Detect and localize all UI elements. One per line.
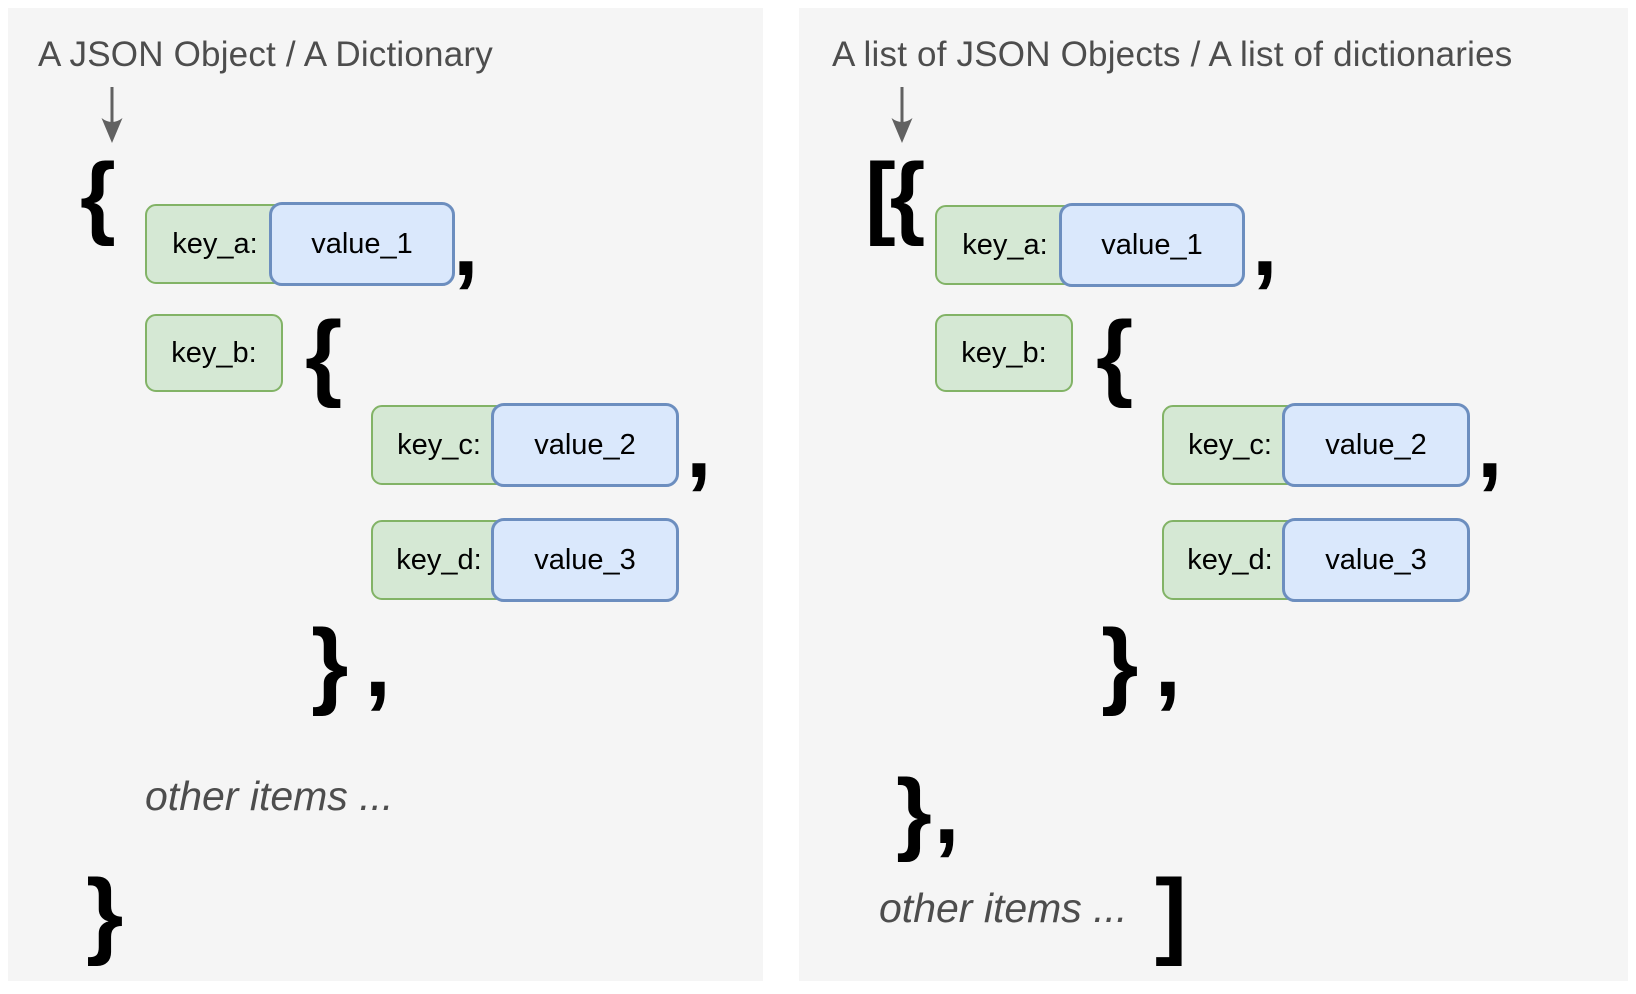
- comma-symbol: ,: [1252, 193, 1278, 295]
- comma-symbol: ,: [1154, 610, 1182, 717]
- key-box: key_c:: [371, 405, 507, 485]
- down-arrow-icon: [891, 87, 913, 143]
- other-items-label: other items ...: [145, 773, 394, 819]
- open-bracket-brace-symbol: [{: [865, 145, 926, 247]
- value-box: value_3: [1282, 518, 1470, 602]
- close-brace-glyph: }: [896, 761, 932, 863]
- value-box: value_2: [1282, 403, 1470, 487]
- key-box: key_a:: [935, 205, 1075, 285]
- nested-close-brace-symbol: },: [1101, 616, 1181, 712]
- object-close-symbol: },: [896, 766, 959, 858]
- comma-symbol: ,: [933, 761, 960, 863]
- close-brace-glyph: }: [1101, 610, 1139, 717]
- nested-open-brace-symbol: {: [305, 302, 343, 409]
- key-box: key_c:: [1162, 405, 1298, 485]
- close-brace-symbol: }: [86, 860, 124, 967]
- nested-close-brace-symbol: },: [311, 616, 391, 712]
- other-items-label: other items ...: [879, 885, 1128, 931]
- down-arrow-icon: [101, 87, 123, 143]
- value-box: value_3: [491, 518, 679, 602]
- close-bracket-symbol: ]: [1155, 860, 1187, 967]
- key-box: key_d:: [1162, 520, 1298, 600]
- comma-symbol: ,: [364, 610, 392, 717]
- comma-symbol: ,: [1477, 395, 1503, 497]
- key-box: key_b:: [935, 314, 1073, 392]
- panel-title: A JSON Object / A Dictionary: [38, 35, 493, 74]
- value-box: value_1: [1059, 203, 1245, 287]
- nested-open-brace-symbol: {: [1096, 302, 1134, 409]
- panel-title: A list of JSON Objects / A list of dicti…: [832, 35, 1513, 74]
- value-box: value_2: [491, 403, 679, 487]
- comma-symbol: ,: [453, 193, 479, 295]
- comma-symbol: ,: [686, 395, 712, 497]
- json-object-panel: A JSON Object / A Dictionary { key_a: va…: [8, 8, 763, 981]
- value-box: value_1: [269, 202, 455, 286]
- open-brace-symbol: {: [80, 145, 116, 247]
- key-box: key_d:: [371, 520, 507, 600]
- json-list-panel: A list of JSON Objects / A list of dicti…: [799, 8, 1628, 981]
- close-brace-glyph: }: [311, 610, 349, 717]
- key-box: key_a:: [145, 204, 285, 284]
- key-box: key_b:: [145, 314, 283, 392]
